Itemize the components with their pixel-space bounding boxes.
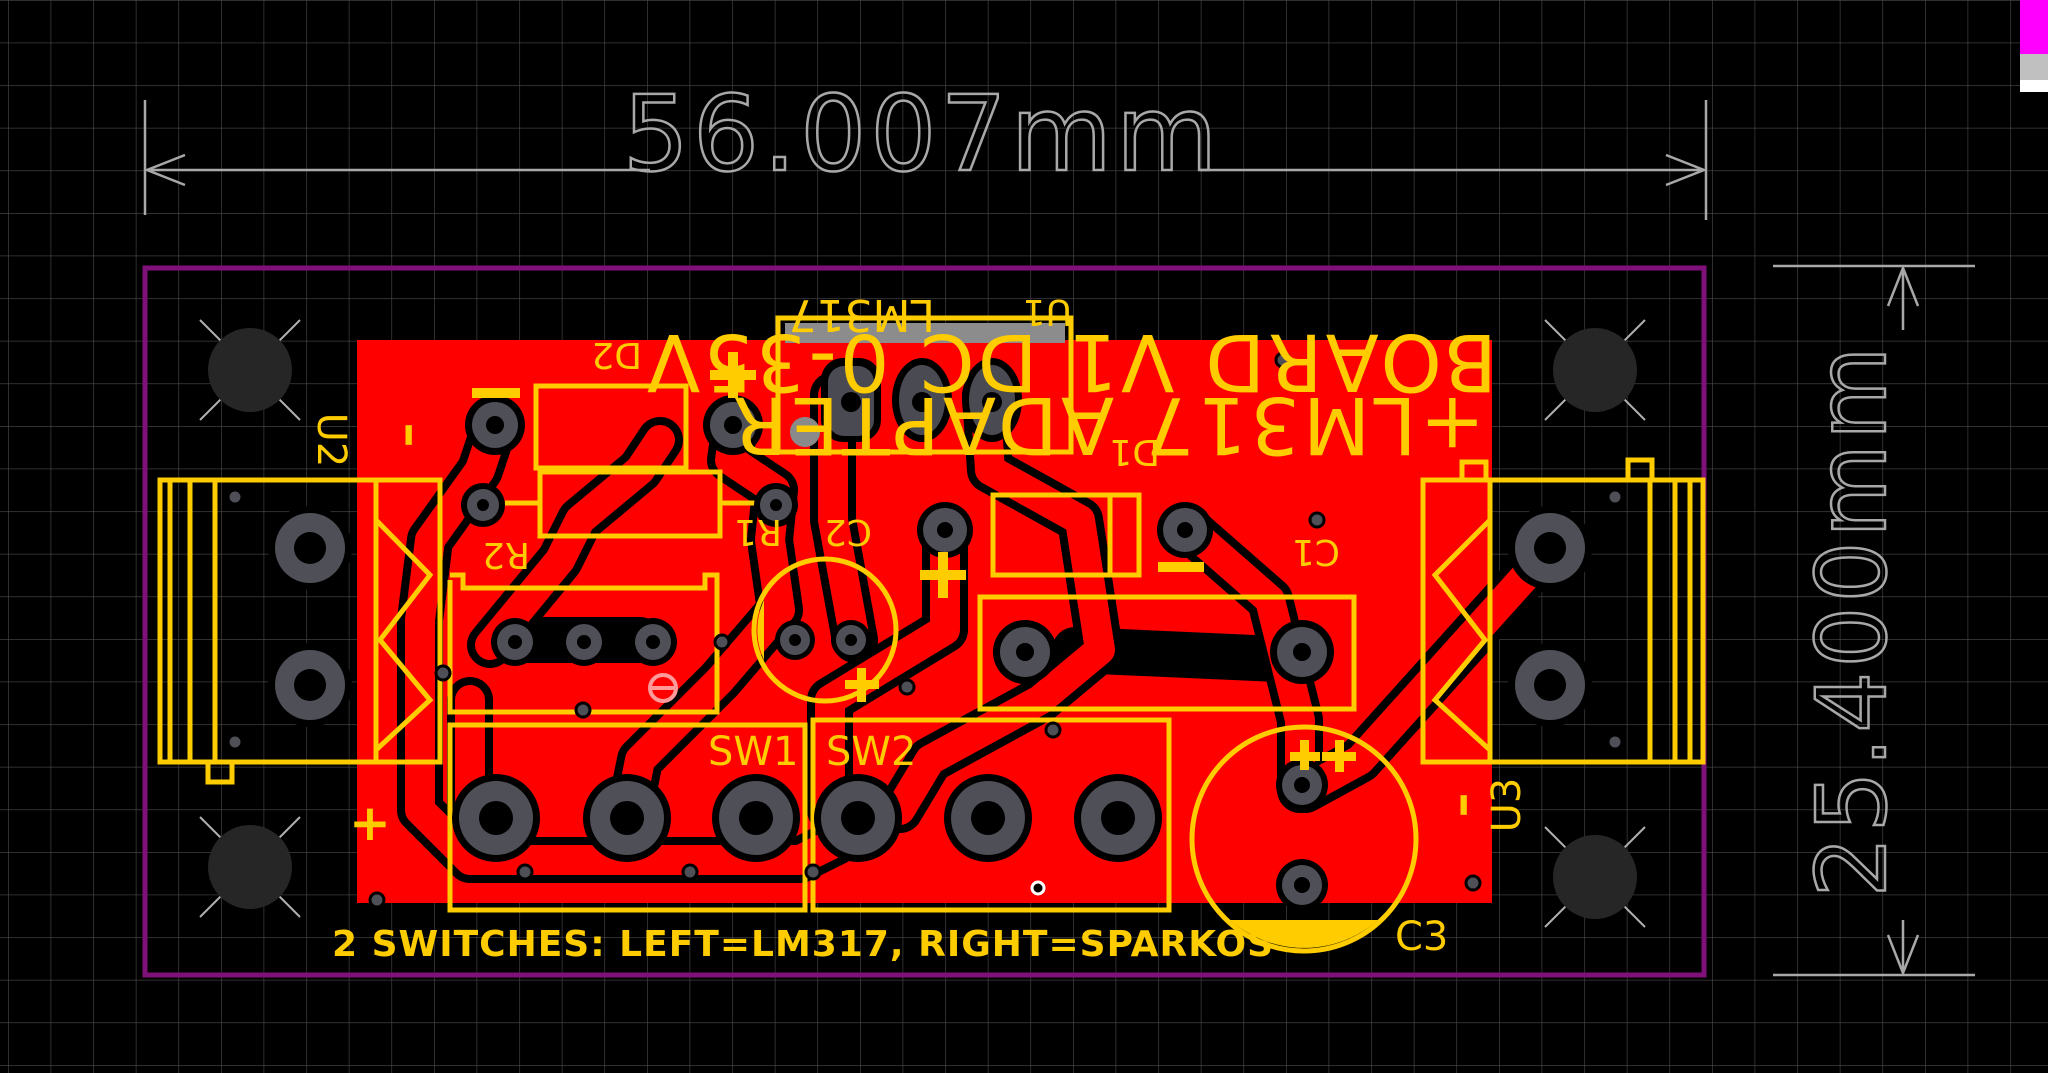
r2-designator: R2	[482, 534, 530, 575]
mount-hole-top-right	[1544, 319, 1646, 421]
u2-plus-label: +	[349, 794, 391, 852]
height-dimension-label: 25.400mm	[1796, 343, 1908, 898]
c3-designator: C3	[1395, 914, 1448, 960]
c1-outline	[977, 594, 1357, 712]
u2-designator: U2	[308, 413, 354, 468]
u3-designator: U3	[1484, 778, 1530, 833]
mount-hole-bottom-left	[199, 816, 301, 918]
c2-polarity-fill	[757, 600, 764, 660]
u3-outline	[1420, 477, 1706, 765]
layer-swatches[interactable]	[2020, 0, 2048, 92]
pads[interactable]	[268, 358, 1592, 911]
r1-designator: R1	[734, 511, 782, 552]
width-dimension[interactable]	[143, 100, 1708, 220]
sw1-designator: SW1	[708, 729, 798, 775]
multi-layer-swatch[interactable]	[2020, 54, 2048, 80]
d1-outline	[990, 492, 1142, 578]
c2-designator: C2	[824, 511, 872, 552]
polarity-marks	[472, 352, 1356, 772]
sw2-outline	[810, 717, 1172, 913]
sw2-designator: SW2	[826, 729, 916, 775]
top-layer-swatch[interactable]	[2020, 0, 2048, 54]
vias[interactable]	[226, 351, 1624, 909]
sw1-outline	[447, 722, 808, 913]
d1-designator: D1	[1109, 431, 1160, 472]
u1-designator: U1	[1023, 291, 1072, 332]
width-dimension-label: 56.007mm	[623, 73, 1222, 195]
trimmer-wiper-icon	[648, 673, 678, 703]
u1-tab	[785, 323, 1065, 343]
trimmer-outline	[447, 572, 720, 715]
u1-value: LM317	[789, 289, 935, 340]
u2-outline	[157, 477, 443, 765]
u3-minus-label: –	[1438, 793, 1496, 818]
footer-note: 2 SWITCHES: LEFT=LM317, RIGHT=SPARKOS	[332, 924, 1274, 965]
c1-designator: C1	[1292, 531, 1340, 572]
u1-fiducial	[790, 417, 820, 447]
d2-designator: D2	[591, 334, 642, 375]
c3-polarity-fill	[1230, 920, 1378, 948]
d2-outline	[533, 383, 689, 471]
mount-hole-bottom-right	[1544, 826, 1646, 928]
u1-outline	[775, 315, 1074, 455]
c3-outline	[1189, 724, 1419, 954]
u2-minus-label: –	[383, 423, 441, 448]
board-title-line1: BOARD V1 DC 0-35V	[644, 316, 1497, 406]
c2-outline	[751, 556, 899, 704]
height-dimension[interactable]	[1773, 264, 1975, 977]
cursor-via	[1030, 880, 1046, 896]
mount-hole-top-left	[199, 319, 301, 421]
board-title-line2: +LM317 ADAPTER	[730, 379, 1485, 469]
silkscreen-outlines	[157, 315, 1706, 954]
mounting-holes[interactable]	[199, 319, 1646, 928]
background-swatch[interactable]	[2020, 80, 2048, 92]
